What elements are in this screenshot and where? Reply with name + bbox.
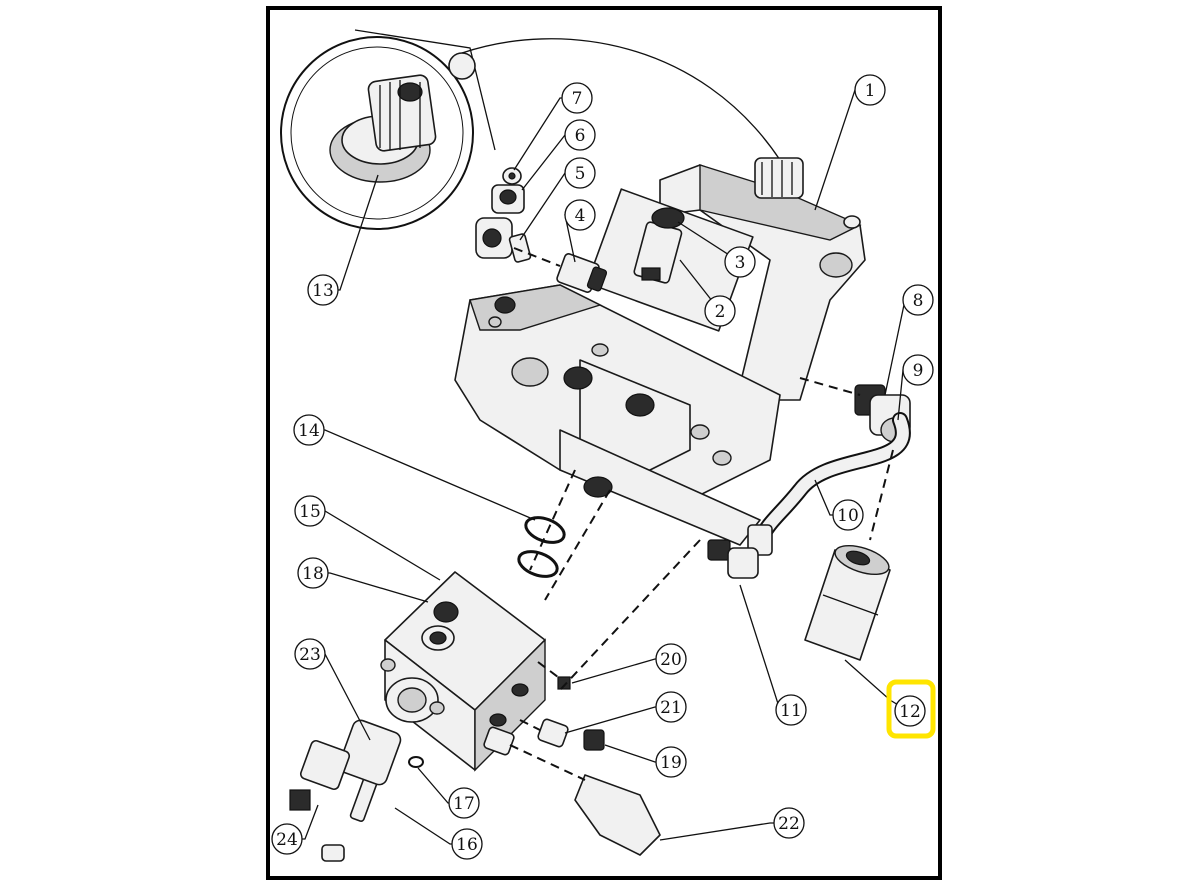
callout-23[interactable]: 23 — [294, 638, 326, 670]
callout-7[interactable]: 7 — [561, 82, 593, 114]
callout-8-label: 8 — [913, 291, 924, 311]
callout-17-label: 17 — [453, 794, 475, 814]
fittings-4-5-6-7 — [475, 167, 608, 293]
callout-19-label: 19 — [660, 753, 682, 773]
callout-24-label: 24 — [276, 830, 298, 850]
callout-4-label: 4 — [575, 206, 586, 226]
callout-12-highlight — [886, 679, 936, 739]
callout-1-label: 1 — [865, 81, 876, 101]
callout-21-label: 21 — [660, 698, 682, 718]
callout-3-label: 3 — [735, 253, 746, 273]
callout-20[interactable]: 20 — [655, 643, 687, 675]
callout-11[interactable]: 11 — [775, 694, 807, 726]
callout-24[interactable]: 24 — [271, 823, 303, 855]
callout-9[interactable]: 9 — [902, 354, 934, 386]
callout-14-label: 14 — [298, 421, 320, 441]
callout-5-label: 5 — [575, 164, 586, 184]
callout-15[interactable]: 15 — [294, 495, 326, 527]
callout-20-label: 20 — [660, 650, 682, 670]
callout-19[interactable]: 19 — [655, 746, 687, 778]
filter-cartridge-12 — [804, 544, 891, 661]
callout-13[interactable]: 13 — [307, 274, 339, 306]
callout-2[interactable]: 2 — [704, 295, 736, 327]
callout-17[interactable]: 17 — [448, 787, 480, 819]
callout-2-label: 2 — [715, 302, 726, 322]
elbow-fitting-11 — [707, 539, 759, 579]
callout-11-label: 11 — [780, 701, 802, 721]
callout-22-label: 22 — [778, 814, 800, 834]
valve-block — [454, 284, 781, 546]
callout-6-label: 6 — [575, 126, 586, 146]
callout-22[interactable]: 22 — [773, 807, 805, 839]
callout-12[interactable]: 12 — [894, 695, 926, 727]
callout-23-label: 23 — [299, 645, 321, 665]
callout-16-label: 16 — [456, 835, 478, 855]
bolts-and-valves — [289, 719, 424, 862]
callout-18-label: 18 — [302, 564, 324, 584]
callouts: 1 2 3 4 5 6 7 8 9 10 11 12 13 14 15 16 1… — [271, 74, 934, 860]
callout-15-label: 15 — [299, 502, 321, 522]
o-rings-14 — [517, 516, 566, 578]
callout-14[interactable]: 14 — [293, 414, 325, 446]
callout-8[interactable]: 8 — [902, 284, 934, 316]
callout-18[interactable]: 18 — [297, 557, 329, 589]
callout-9-label: 9 — [913, 361, 924, 381]
callout-10-label: 10 — [837, 506, 859, 526]
callout-12-label: 12 — [899, 702, 921, 722]
callout-1[interactable]: 1 — [854, 74, 886, 106]
callout-10[interactable]: 10 — [832, 499, 864, 531]
hose-assembly — [747, 384, 911, 556]
callout-6[interactable]: 6 — [564, 119, 596, 151]
callout-4[interactable]: 4 — [564, 199, 596, 231]
callout-3[interactable]: 3 — [724, 246, 756, 278]
assembly-lines — [509, 247, 894, 781]
shaft-detail-inset — [280, 29, 781, 230]
callout-16[interactable]: 16 — [451, 828, 483, 860]
fitting-2-3 — [633, 207, 685, 284]
small-parts-19-22 — [483, 676, 661, 856]
callout-7-label: 7 — [572, 89, 583, 109]
callout-5[interactable]: 5 — [564, 157, 596, 189]
callout-13-label: 13 — [312, 281, 334, 301]
callout-21[interactable]: 21 — [655, 691, 687, 723]
